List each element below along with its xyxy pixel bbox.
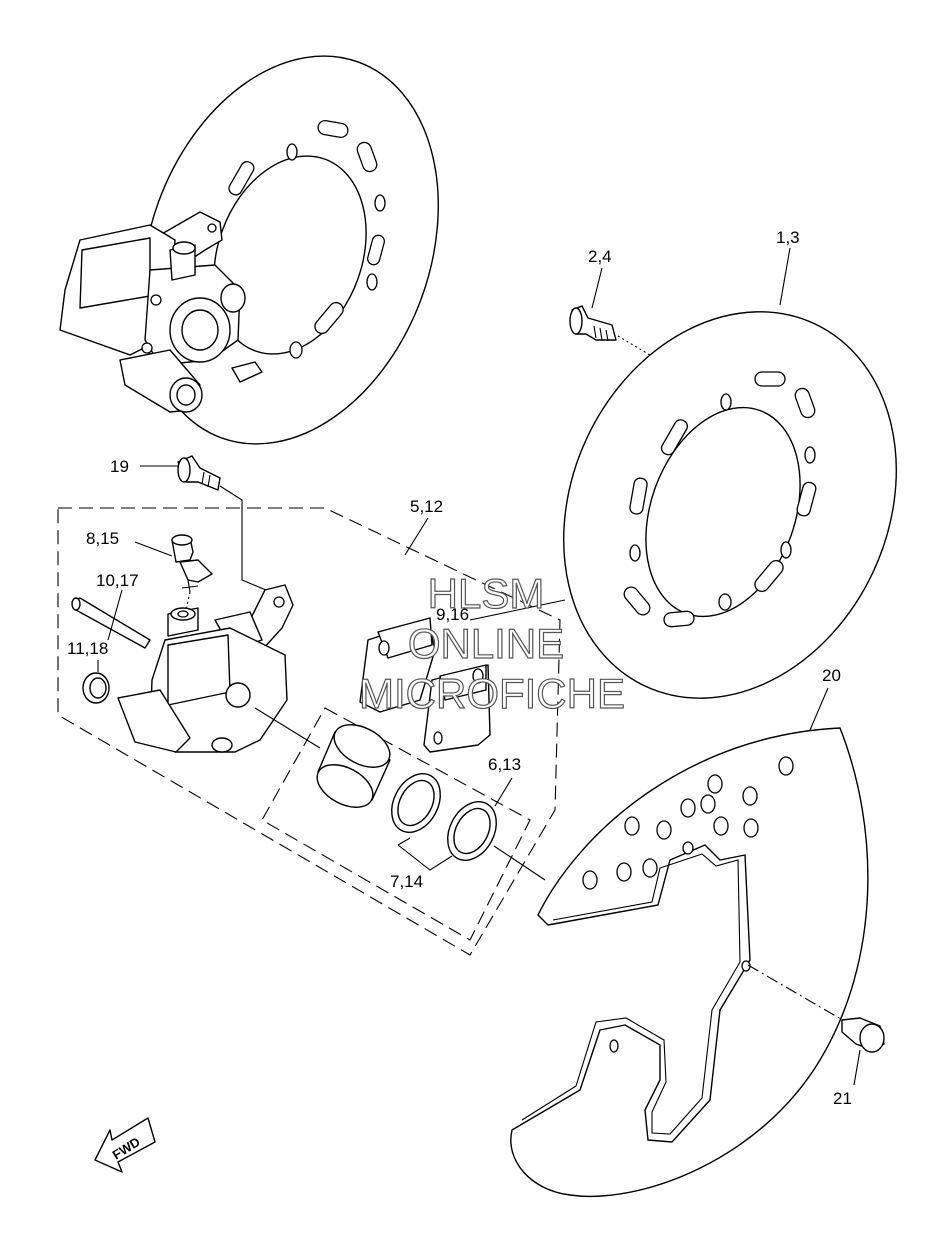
callout-10-17: 10,17 — [96, 571, 139, 590]
brake-pads-9-16 — [359, 617, 491, 753]
guard-bolt-21 — [747, 964, 885, 1053]
callout-6-13: 6,13 — [488, 755, 521, 774]
callout-labels: 1,3 2,4 19 5,12 8,15 10,17 9,16 11,18 20… — [67, 228, 852, 1108]
callout-7-14: 7,14 — [390, 872, 423, 891]
callout-11-18: 11,18 — [67, 639, 108, 658]
callout-1-3: 1,3 — [776, 228, 800, 247]
bolt-19 — [177, 455, 267, 591]
callout-5-12: 5,12 — [410, 497, 443, 516]
callout-19: 19 — [110, 457, 129, 476]
callout-2-4: 2,4 — [588, 247, 612, 266]
bleed-screw-8-15 — [171, 534, 213, 611]
callout-9-16: 9,16 — [436, 605, 469, 624]
brake-disc-1-3 — [563, 311, 897, 699]
callout-21: 21 — [833, 1089, 852, 1108]
fwd-arrow-icon: FWD — [94, 1117, 156, 1173]
callout-20: 20 — [822, 666, 841, 685]
watermark-line-1: HLSM — [428, 570, 545, 617]
watermark-line-3: MICROFICHE — [359, 670, 625, 717]
dust-seal-6-13 — [447, 801, 546, 881]
watermark: HLSM ONLINE MICROFICHE — [358, 569, 625, 717]
piston-seal-7-14 — [391, 773, 441, 833]
boot-11-18 — [82, 672, 110, 704]
callout-8-15: 8,15 — [86, 529, 119, 548]
assembled-caliper — [59, 211, 263, 413]
caliper-body-exploded — [117, 584, 321, 753]
pin-10-17 — [71, 597, 151, 649]
callout-leaders — [97, 247, 861, 1086]
watermark-line-2: ONLINE — [408, 620, 564, 667]
disc-guard-20 — [510, 727, 869, 1197]
caliper-assembly-boundary — [57, 507, 561, 956]
piston-5-12 — [316, 724, 391, 808]
